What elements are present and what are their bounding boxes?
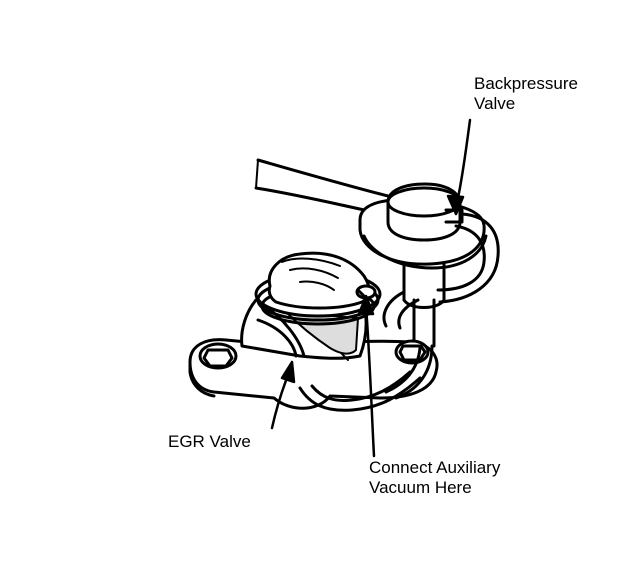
backpressure-label-line1: Backpressure (474, 74, 578, 93)
egr-valve-label: EGR Valve (168, 432, 251, 452)
leader-arrows (270, 118, 472, 458)
aux-label-line2: Vacuum Here (369, 478, 472, 497)
egr-label-text: EGR Valve (168, 432, 251, 451)
backpressure-valve-label: Backpressure Valve (474, 74, 578, 114)
aux-label-line1: Connect Auxiliary (369, 458, 501, 477)
backpressure-valve (358, 182, 500, 348)
egr-arrowhead (280, 360, 296, 384)
connecting-tube (384, 344, 434, 400)
aux-arrowhead (357, 294, 375, 316)
mounting-plate (188, 338, 439, 412)
aux-leader (364, 304, 376, 458)
backpressure-label-line2: Valve (474, 94, 516, 113)
auxiliary-vacuum-label: Connect Auxiliary Vacuum Here (369, 458, 500, 498)
egr-valve (240, 251, 382, 361)
backpressure-arrowhead (446, 194, 465, 216)
backpressure-leader (454, 118, 472, 210)
